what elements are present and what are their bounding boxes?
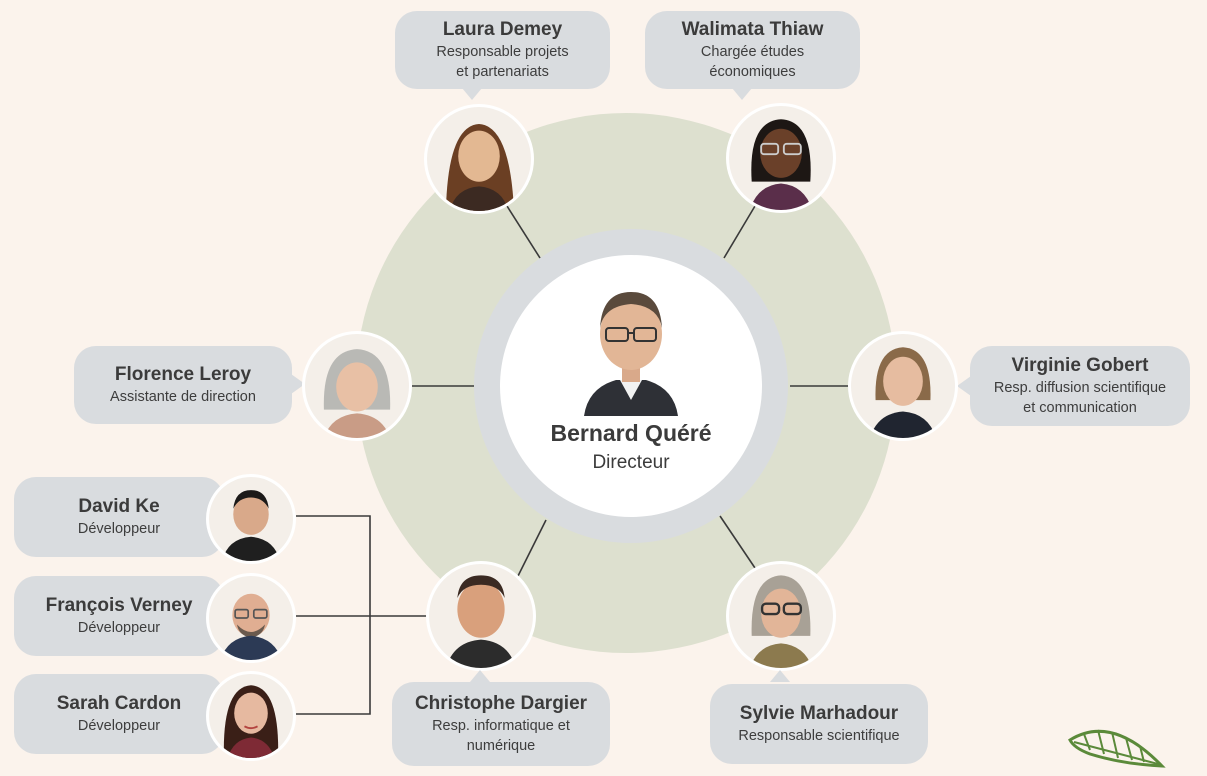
developer-role: Développeur	[77, 718, 161, 734]
center-role: Directeur	[592, 452, 670, 473]
member-card-sylvie-marhadour: Sylvie Marhadour Responsable scientifiqu…	[710, 684, 928, 764]
member-name: Sylvie Marhadour	[739, 703, 899, 724]
member-role-line: numérique	[466, 738, 536, 754]
leaf-icon	[1068, 729, 1166, 768]
member-role-line: Resp. informatique et	[432, 718, 570, 734]
member-card-laura-demey: Laura Demey Responsable projets et parte…	[395, 11, 610, 89]
developer-name: David Ke	[78, 496, 160, 517]
member-name: Laura Demey	[442, 19, 563, 40]
member-role-line: et communication	[1023, 400, 1137, 416]
member-card-christophe-dargier: Christophe Dargier Resp. informatique et…	[392, 682, 610, 766]
walimata-thiaw-photo	[726, 103, 836, 213]
developer-role: Développeur	[77, 521, 161, 537]
person-portrait-icon	[209, 477, 293, 561]
connector-laura	[506, 205, 541, 259]
florence-leroy-photo	[302, 331, 412, 441]
developer-card-david-ke: David Ke Développeur	[14, 477, 224, 557]
person-portrait-icon	[729, 564, 833, 668]
connector-dev-bracket	[296, 515, 371, 715]
connector-sylvie	[719, 515, 756, 569]
person-portrait-icon	[429, 564, 533, 668]
connector-walimata	[723, 205, 756, 259]
person-portrait-icon	[584, 292, 678, 416]
member-role-line: Chargée études	[700, 44, 805, 60]
member-role-line: économiques	[709, 64, 796, 80]
laura-demey-photo	[424, 104, 534, 214]
member-card-virginie-gobert: Virginie Gobert Resp. diffusion scientif…	[970, 346, 1190, 426]
bubble-pointer	[957, 376, 971, 396]
person-portrait-icon	[427, 107, 531, 211]
developer-name: Sarah Cardon	[56, 693, 182, 714]
bubble-pointer	[470, 670, 490, 682]
person-portrait-icon	[851, 334, 955, 438]
member-card-walimata-thiaw: Walimata Thiaw Chargée études économique…	[645, 11, 860, 89]
person-portrait-icon	[209, 674, 293, 758]
member-card-florence-leroy: Florence Leroy Assistante de direction	[74, 346, 292, 424]
center-name: Bernard Quéré	[550, 420, 712, 446]
person-portrait-icon	[729, 106, 833, 210]
person-portrait-icon	[209, 576, 293, 660]
bernard-quere-photo	[566, 276, 696, 416]
bubble-pointer	[291, 374, 305, 394]
bubble-pointer	[462, 88, 482, 100]
member-name: Walimata Thiaw	[681, 19, 824, 40]
developer-card-francois-verney: François Verney Développeur	[14, 576, 224, 656]
person-portrait-icon	[305, 334, 409, 438]
member-name: Christophe Dargier	[414, 693, 588, 714]
sylvie-marhadour-photo	[726, 561, 836, 671]
member-name: Florence Leroy	[114, 364, 252, 385]
member-role-line: et partenariats	[456, 64, 549, 80]
david-ke-photo	[206, 474, 296, 564]
member-role-line: Responsable projets	[436, 44, 569, 60]
developer-card-sarah-cardon: Sarah Cardon Développeur	[14, 674, 224, 754]
developer-name: François Verney	[45, 595, 193, 616]
connector-christophe	[515, 519, 547, 581]
bubble-pointer	[770, 670, 790, 682]
bubble-pointer	[732, 88, 752, 100]
christophe-dargier-photo	[426, 561, 536, 671]
member-role-line: Resp. diffusion scientifique	[993, 380, 1167, 396]
francois-verney-photo	[206, 573, 296, 663]
member-role-line: Responsable scientifique	[738, 728, 900, 744]
sarah-cardon-photo	[206, 671, 296, 761]
virginie-gobert-photo	[848, 331, 958, 441]
developer-role: Développeur	[77, 620, 161, 636]
member-name: Virginie Gobert	[1011, 355, 1149, 376]
member-role-line: Assistante de direction	[110, 389, 256, 405]
